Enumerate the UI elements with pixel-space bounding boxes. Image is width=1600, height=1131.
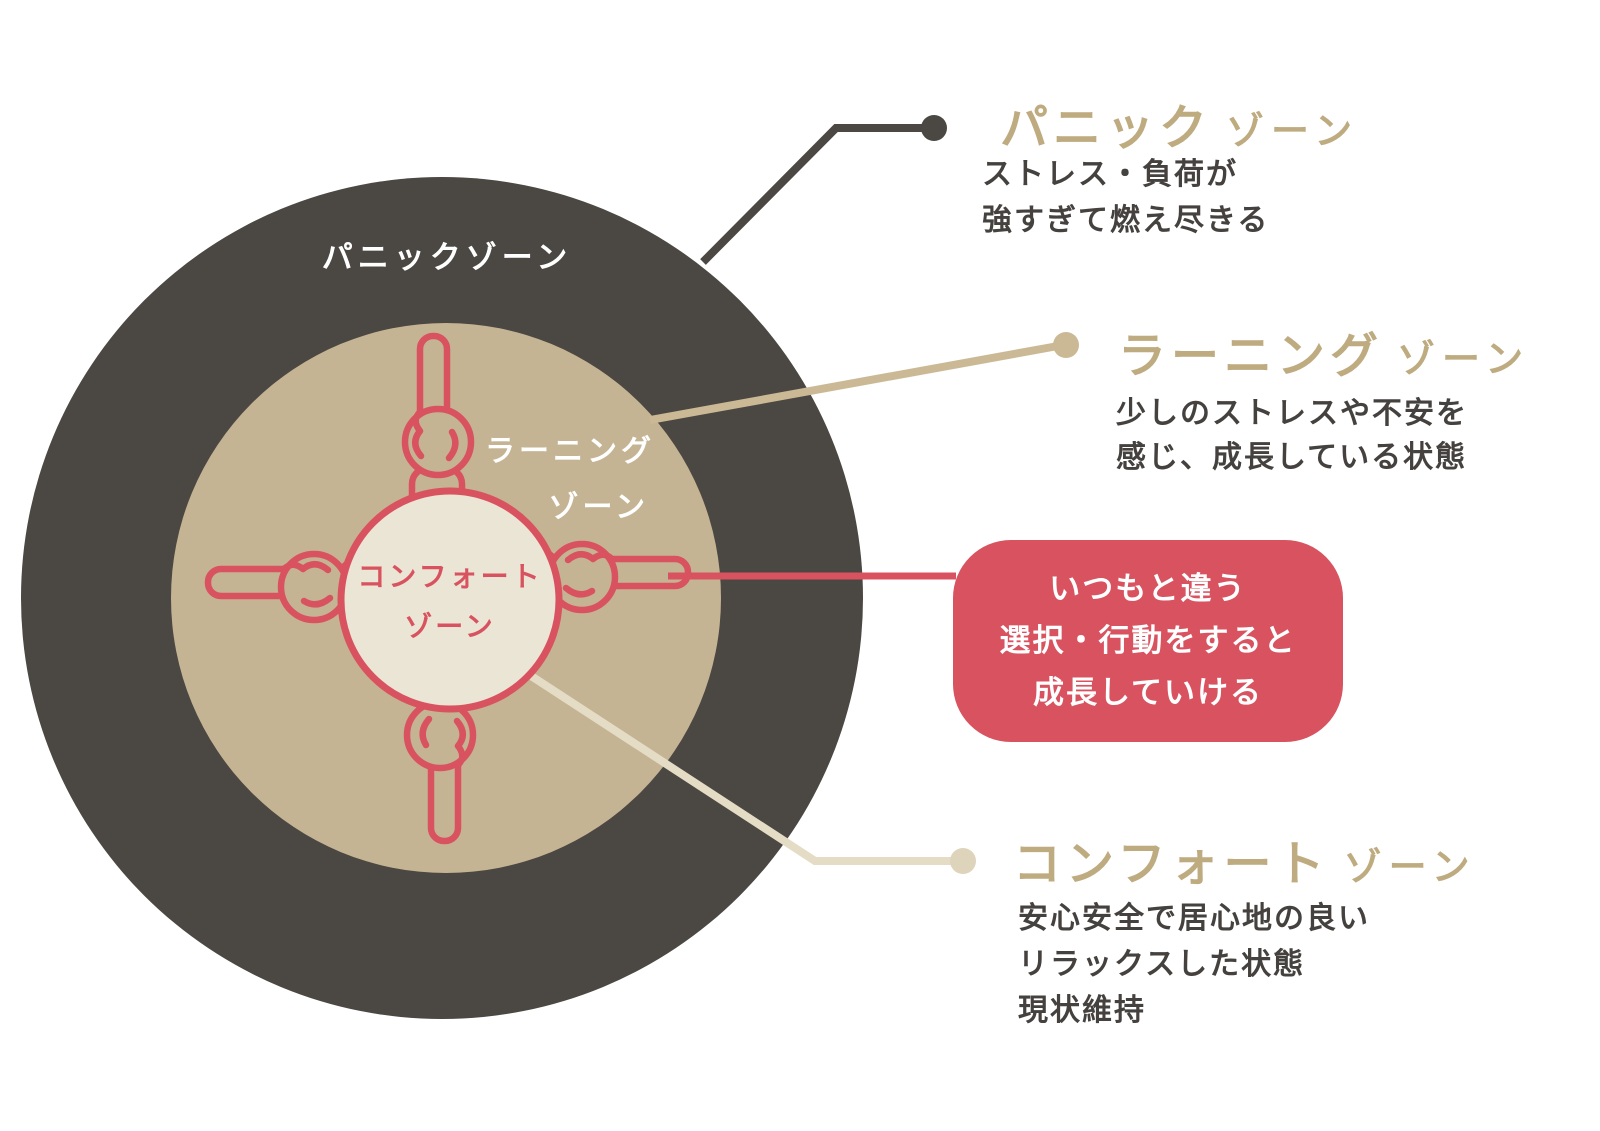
learning-annotation-title: ラーニング ゾーン xyxy=(1118,316,1530,386)
comfort-annotation-desc-line2: リラックスした状態 xyxy=(1018,947,1306,982)
panic-connector-dot xyxy=(921,115,947,141)
comfort-annotation-desc-line1: 安心安全で居心地の良い xyxy=(1018,901,1370,936)
learning-annotation-title-main: ラーニング xyxy=(1118,328,1384,384)
panic-zone-circle-label: パニックゾーン xyxy=(321,240,573,276)
panic-annotation-title: パニック ゾーン xyxy=(1000,88,1359,158)
panic-annotation-desc-line1: ストレス・負荷が xyxy=(982,157,1238,192)
learning-annotation-desc-line2: 感じ、成長している状態 xyxy=(1116,440,1468,475)
comfort-zone-circle-label-line1: コンフォート xyxy=(357,560,543,593)
comfort-annotation-title-suffix: ゾーン xyxy=(1343,845,1477,889)
panic-annotation-title-suffix: ゾーン xyxy=(1226,109,1360,153)
comfort-annotation-description: 安心安全で居心地の良い リラックスした状態 現状維持 xyxy=(1018,896,1370,1034)
comfort-zone-circle-label-line2: ゾーン xyxy=(404,610,496,643)
learning-annotation-description: 少しのストレスや不安を 感じ、成長している状態 xyxy=(1116,392,1468,480)
learning-annotation-desc-line1: 少しのストレスや不安を xyxy=(1116,396,1468,431)
learning-zone-circle-label: ラーニング ゾーン xyxy=(455,424,655,536)
growth-callout-line2: 選択・行動をすると xyxy=(999,623,1297,659)
comfort-connector-line xyxy=(519,666,960,865)
learning-connector-line xyxy=(649,342,1059,424)
comfort-annotation-desc-line3: 現状維持 xyxy=(1018,993,1146,1028)
growth-callout-line3: 成長していける xyxy=(1032,675,1264,711)
learning-zone-circle-label-line2: ゾーン xyxy=(548,490,649,525)
panic-annotation-desc-line2: 強すぎて燃え尽きる xyxy=(982,203,1270,238)
comfort-connector-dot xyxy=(950,848,976,874)
comfort-zone-circle xyxy=(337,487,563,713)
panic-annotation-description: ストレス・負荷が 強すぎて燃え尽きる xyxy=(982,152,1269,244)
comfort-annotation-title: コンフォート ゾーン xyxy=(1013,824,1477,894)
learning-annotation-title-suffix: ゾーン xyxy=(1397,337,1531,381)
comfort-annotation-title-main: コンフォート xyxy=(1013,836,1330,892)
learning-zone-circle-label-line1: ラーニング xyxy=(485,434,655,469)
growth-callout-box: いつもと違う 選択・行動をすると 成長していける xyxy=(953,540,1343,742)
panic-connector-line xyxy=(700,124,932,265)
panic-annotation-title-main: パニック xyxy=(1000,100,1213,156)
growth-callout-line1: いつもと違う xyxy=(1049,571,1247,607)
comfort-zone-circle-label: コンフォート ゾーン xyxy=(328,552,572,652)
learning-connector-dot xyxy=(1053,332,1079,358)
